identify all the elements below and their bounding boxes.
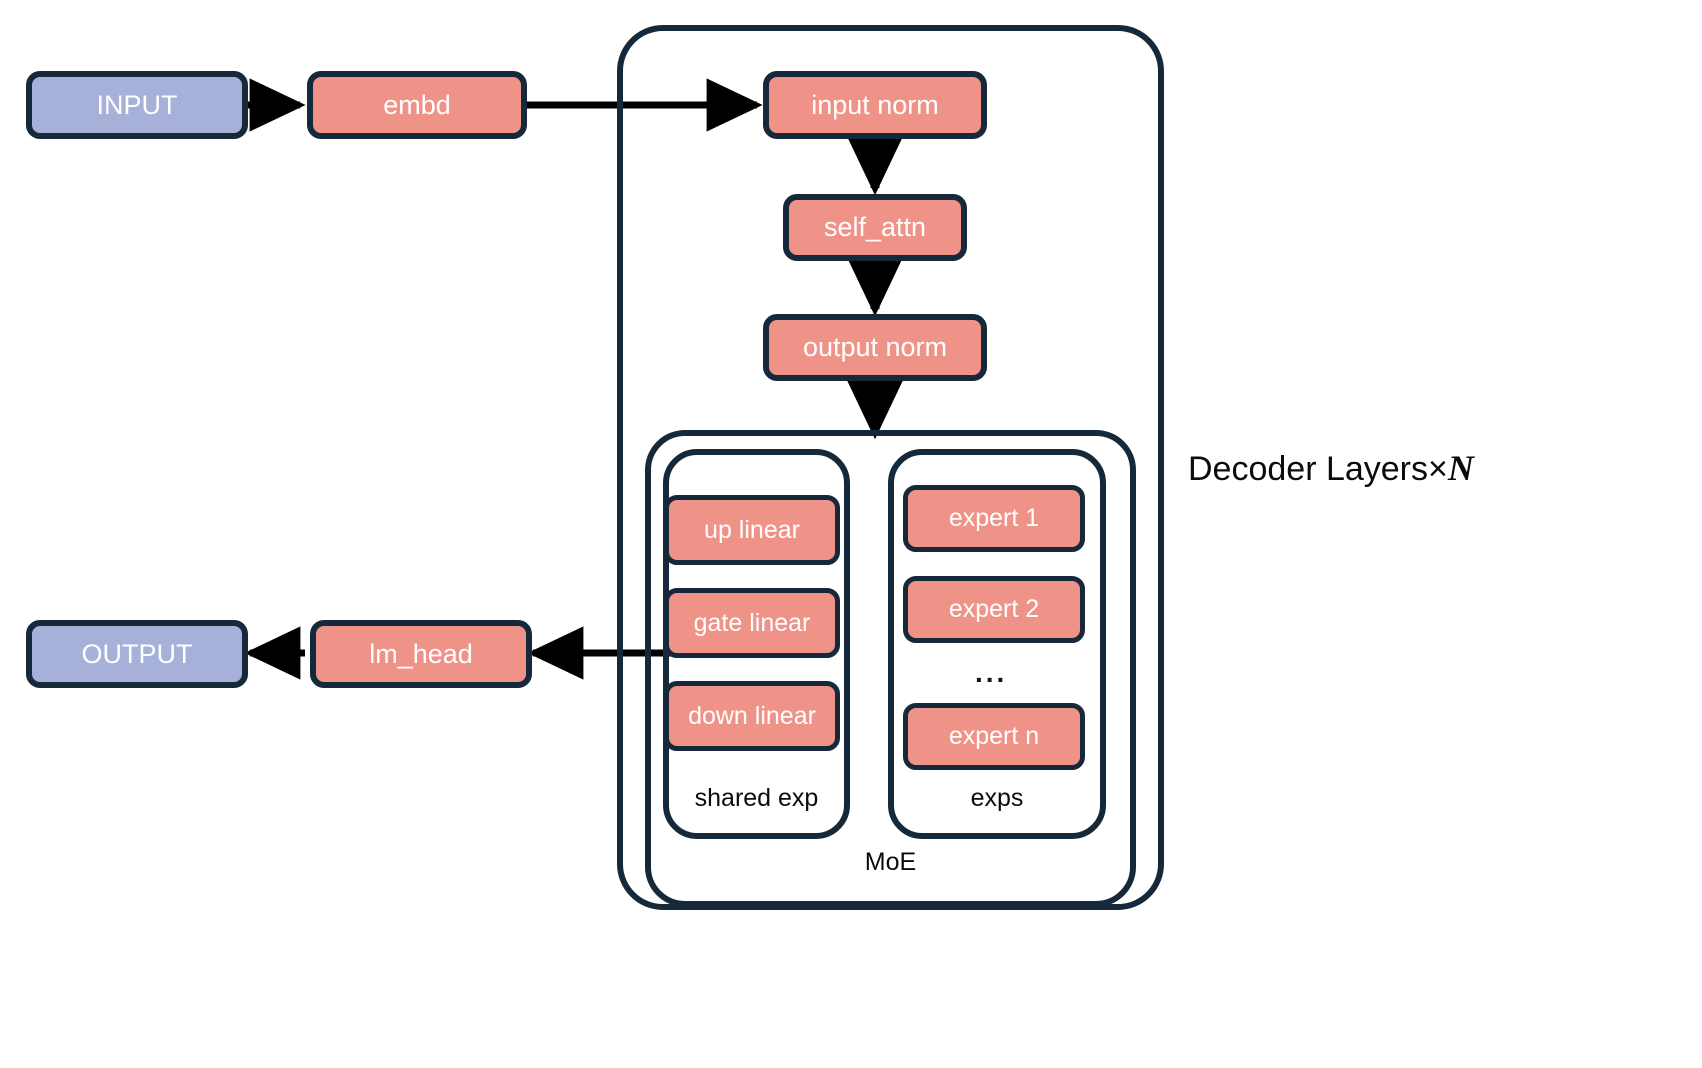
node-output[interactable]: OUTPUT [26,620,248,688]
node-embd-label: embd [383,89,451,120]
moe-group [645,430,1136,907]
node-input-norm[interactable]: input norm [763,71,987,139]
exps-label: exps [970,784,1024,812]
decoder-layers-caption-text: Decoder Layers× [1188,450,1448,488]
experts-group [888,449,1106,839]
node-embd[interactable]: embd [307,71,527,139]
node-input[interactable]: INPUT [26,71,248,139]
node-self-attn[interactable]: self_attn [783,194,967,261]
node-gate-linear-label: gate linear [693,608,811,637]
decoder-layers-repeat-count: N [1447,448,1474,488]
node-expert-n[interactable]: expert n [903,703,1085,770]
node-self-attn-label: self_attn [823,212,927,242]
node-expert-n-label: expert n [948,722,1040,750]
node-up-linear[interactable]: up linear [664,495,840,565]
node-expert-1[interactable]: expert 1 [903,485,1085,552]
node-output-norm-label: output norm [802,332,948,362]
node-down-linear[interactable]: down linear [664,681,840,751]
moe-label: MoE [864,848,917,876]
node-expert-1-label: expert 1 [948,504,1040,532]
decoder-layers-group [617,25,1164,910]
node-input-norm-label: input norm [811,89,939,120]
shared-exp-label: shared exp [694,784,819,812]
node-output-norm[interactable]: output norm [763,314,987,381]
node-up-linear-label: up linear [704,515,800,544]
node-expert-2-label: expert 2 [948,595,1040,623]
decoder-layers-caption: Decoder Layers×N [1188,450,1474,486]
node-lm-head[interactable]: lm_head [310,620,532,688]
node-gate-linear[interactable]: gate linear [664,588,840,658]
node-lm-head-label: lm_head [369,638,473,669]
node-down-linear-label: down linear [688,701,816,730]
node-input-label: INPUT [96,89,178,120]
node-output-label: OUTPUT [81,638,193,669]
node-expert-2[interactable]: expert 2 [903,576,1085,643]
experts-ellipsis: ... [975,657,1008,688]
